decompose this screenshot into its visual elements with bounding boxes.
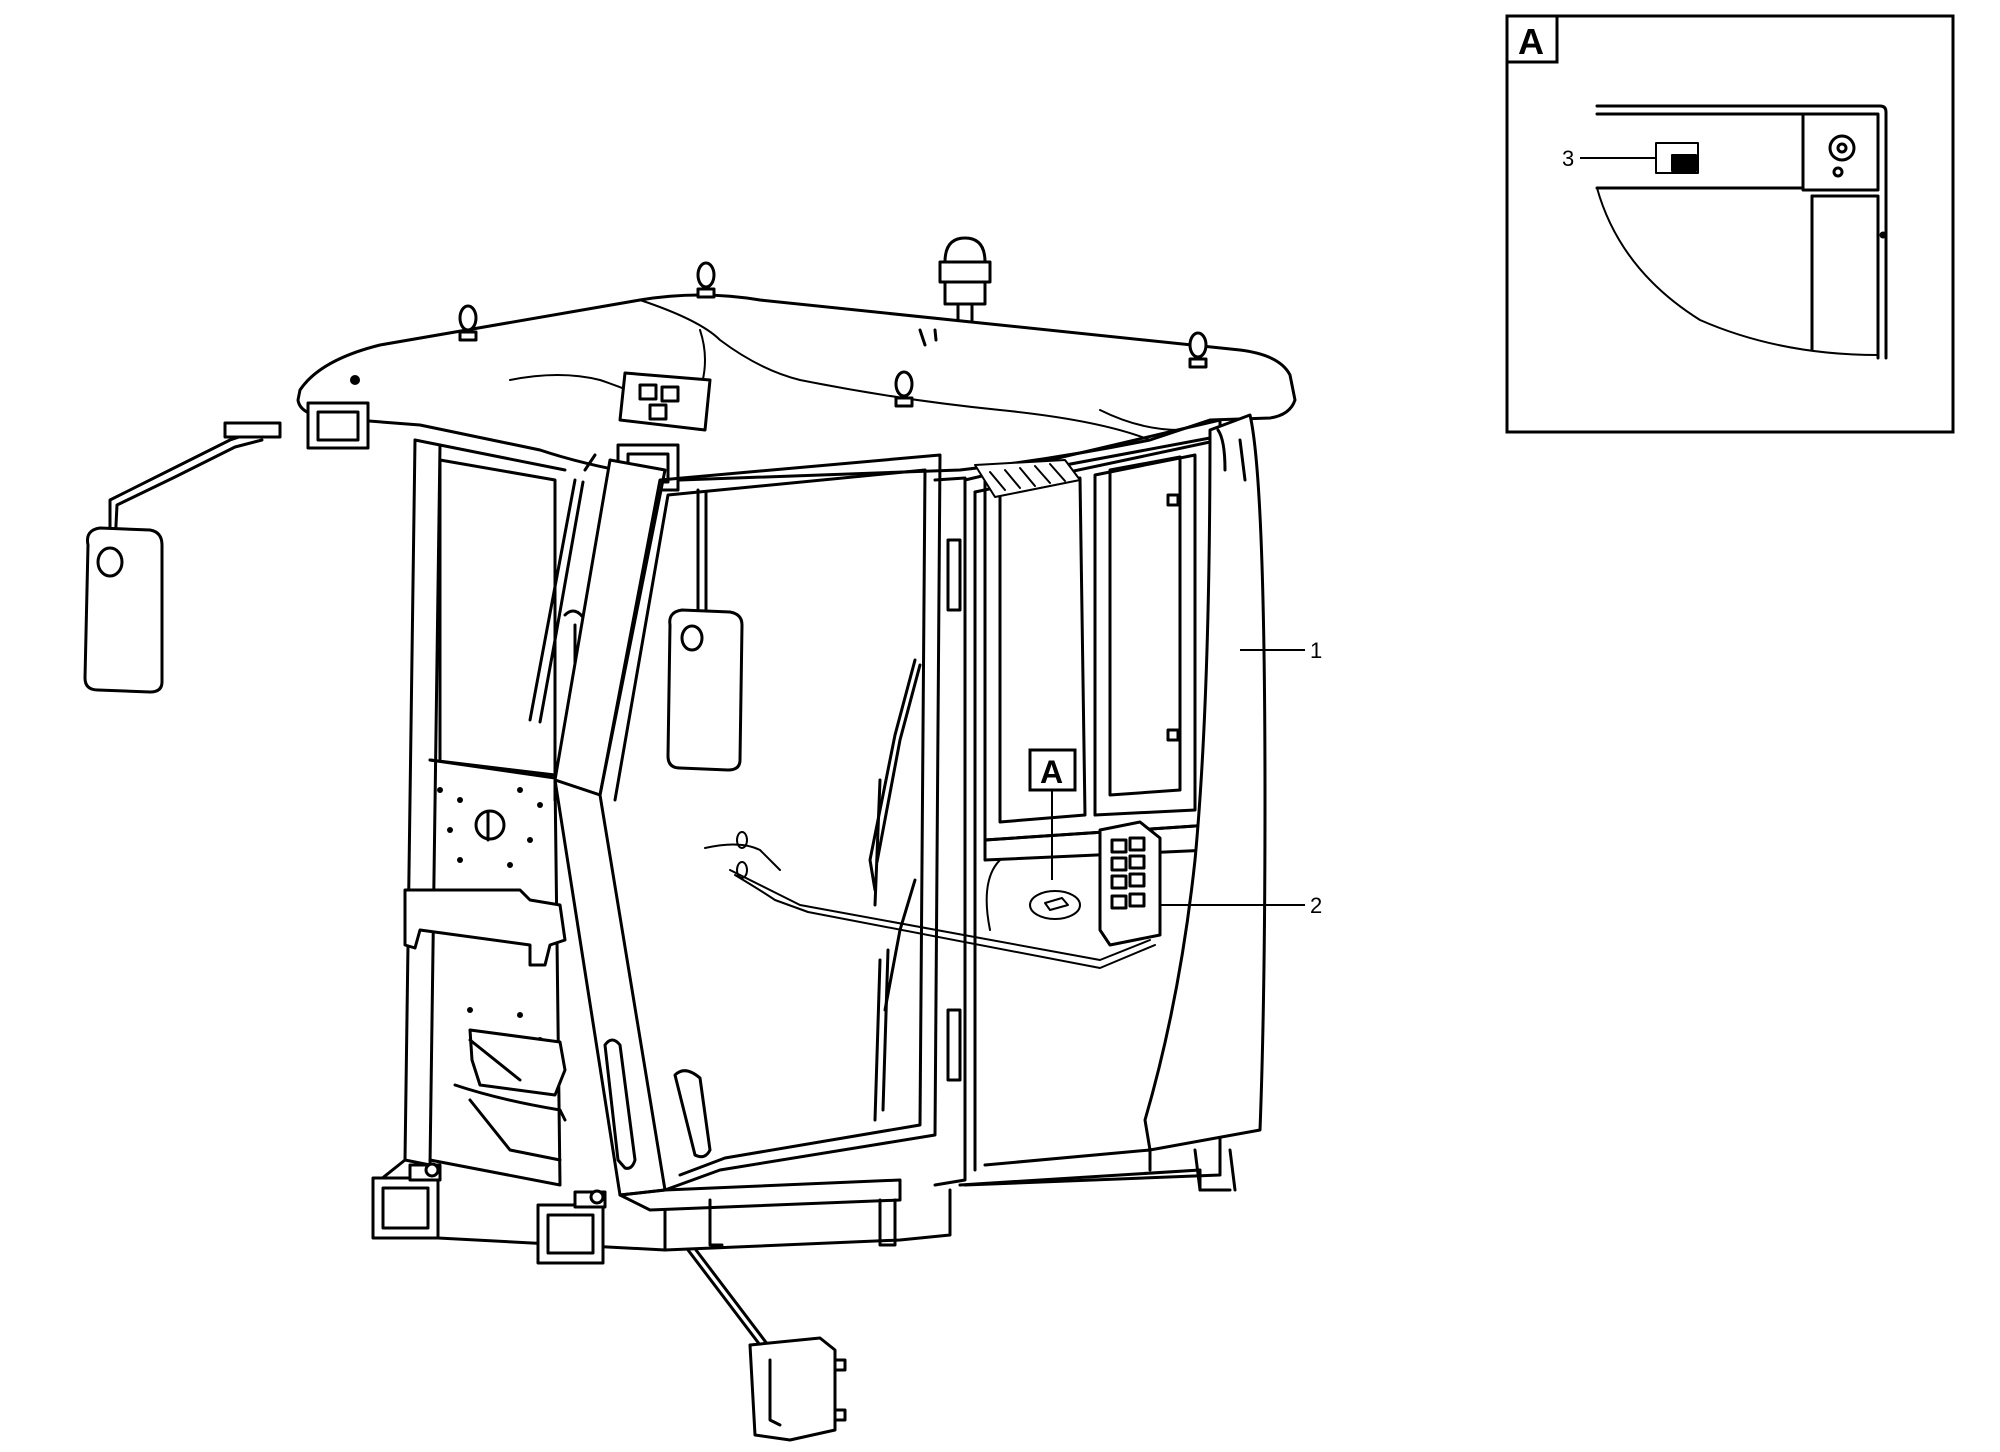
fuse-relay-box-icon: [1098, 820, 1162, 947]
roof-marker-icon: [350, 375, 360, 385]
grab-handle: [603, 1038, 637, 1170]
detail-inset-a: A 3: [1505, 14, 1955, 434]
front-door-glass: [598, 453, 942, 1192]
center-mirror: [666, 488, 744, 772]
detail-marker-a: A: [1028, 748, 1077, 880]
callout-3-label: 3: [1562, 146, 1574, 171]
work-light-icon: [536, 1189, 607, 1265]
detail-marker-a-label: A: [1040, 754, 1063, 790]
cab-roof: [296, 293, 1297, 482]
roof-work-light-icon: [306, 401, 370, 450]
floor-label-icon: [1029, 890, 1081, 920]
overhead-panel-icon: [618, 371, 712, 432]
front-door-frame: [553, 458, 902, 1212]
beacon-light-icon: [918, 236, 992, 347]
lifting-eye-icon: [458, 304, 478, 342]
plate-hole-icon: [437, 787, 543, 1048]
lifting-eye-icon: [1188, 331, 1208, 369]
cab-base: [378, 1148, 1237, 1252]
lifting-eye-icon: [894, 370, 914, 408]
left-mirror: [83, 421, 282, 694]
label-plate-icon: [1655, 142, 1699, 174]
cab-left-frame: [403, 438, 567, 1187]
callout-1-label: 1: [1310, 638, 1322, 663]
inset-a-label: A: [1518, 21, 1544, 62]
callout-1: 1: [1240, 638, 1322, 663]
lower-hatch: [453, 1028, 567, 1162]
callout-2: 2: [1160, 893, 1322, 918]
work-light-icon: [371, 1162, 442, 1240]
rear-window: [983, 436, 1212, 862]
lower-module: [686, 1248, 847, 1442]
callout-2-label: 2: [1310, 893, 1322, 918]
lifting-eye-icon: [696, 261, 716, 299]
front-wiper: [873, 878, 917, 1122]
side-plate: [403, 809, 567, 967]
wiring-harness: [704, 831, 1156, 969]
door-latch: [673, 1069, 712, 1159]
left-wiper: [528, 453, 597, 724]
vent-grille-icon: [974, 459, 1081, 498]
rear-body-panel: [1143, 413, 1267, 1152]
callout-3: 3: [1562, 146, 1656, 171]
front-wiper: [868, 658, 922, 907]
